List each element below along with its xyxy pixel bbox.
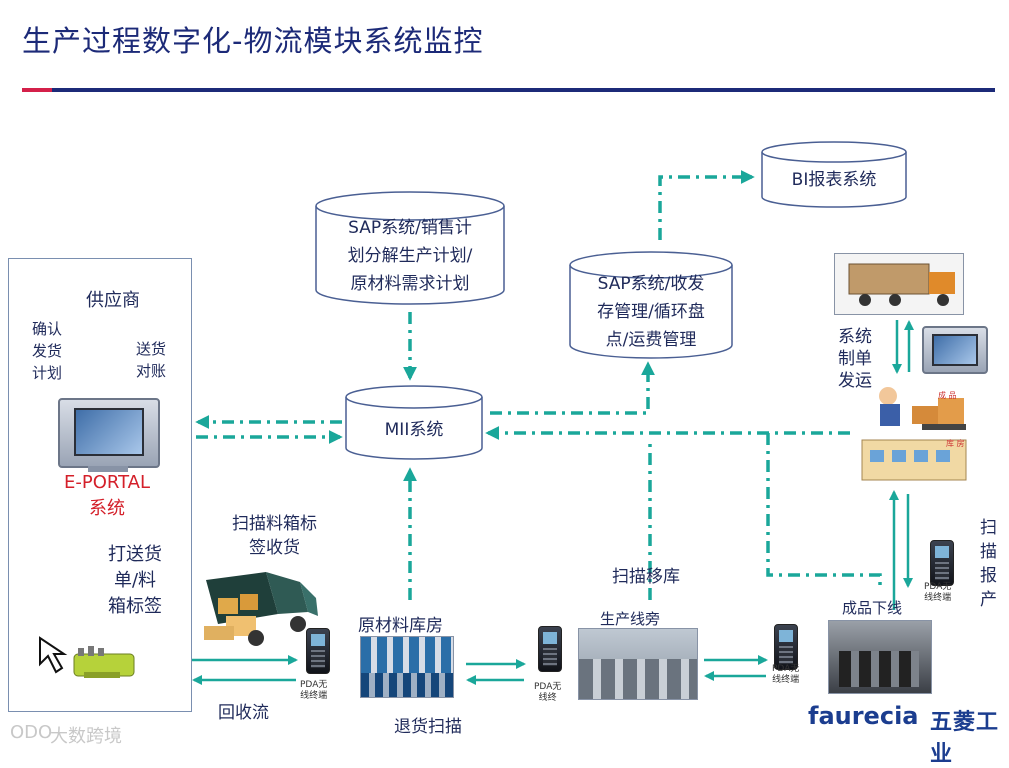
bi-label: BI报表系统 xyxy=(791,170,877,190)
pda-icon-4 xyxy=(930,540,954,586)
warehouse-sign-bottom: 库 房 xyxy=(946,439,965,448)
sap-sales-line-2: 划分解生产计划/ xyxy=(347,246,473,266)
pda-caption-1: PDA无线终端 xyxy=(300,680,328,701)
arrow-finished-loop xyxy=(766,433,882,590)
printer-icon xyxy=(34,628,142,688)
system-ship-label: 系统制单发运 xyxy=(838,327,872,391)
finished-warehouse-icon: 成 品 库 房 xyxy=(852,380,978,488)
pda-caption-4: PDA无线终端 xyxy=(924,582,952,603)
monitor-stand xyxy=(88,466,128,472)
page-title: 生产过程数字化-物流模块系统监控 xyxy=(22,24,484,58)
confirm-plan-label: 确认发货计划 xyxy=(32,320,63,382)
return-scan-label: 退货扫描 xyxy=(394,717,462,737)
bi-cylinder: BI报表系统 xyxy=(760,140,908,210)
pda-caption-3: PDA无线终端 xyxy=(772,664,800,685)
watermark-mark: ODO xyxy=(10,722,53,743)
watermark: 大数跨境 xyxy=(50,726,122,747)
scan-receive-label: 扫描料箱标签收货 xyxy=(232,514,317,558)
sap-inventory-line-2: 存管理/循环盘 xyxy=(597,302,705,322)
pda-icon-1 xyxy=(306,628,330,674)
scan-report-label: 扫描报产 xyxy=(980,518,997,610)
title-accent-rule xyxy=(22,88,52,92)
sap-sales-cylinder: SAP系统/销售计 划分解生产计划/ 原材料需求计划 xyxy=(314,190,506,306)
sap-inventory-line-1: SAP系统/收发 xyxy=(597,274,705,294)
scan-move-label: 扫描移库 xyxy=(612,567,680,587)
mii-label: MII系统 xyxy=(384,420,444,440)
delivery-truck-icon xyxy=(196,568,324,656)
mii-cylinder: MII系统 xyxy=(344,384,484,462)
sap-inventory-cylinder: SAP系统/收发 存管理/循环盘 点/运费管理 xyxy=(568,250,734,360)
arrow-mii-to-sap-inventory xyxy=(490,361,655,415)
supplier-label: 供应商 xyxy=(86,290,140,311)
delivery-recon-label: 送货对账 xyxy=(136,340,167,380)
pda-caption-2: PDA无线终 xyxy=(534,682,562,703)
shipping-truck-icon xyxy=(834,253,964,315)
supplier-panel xyxy=(8,258,192,712)
shipping-monitor-icon xyxy=(922,326,988,374)
line-side-label: 生产线旁 xyxy=(600,610,661,628)
eportal-monitor-icon xyxy=(58,398,160,468)
raw-warehouse-label: 原材料库房 xyxy=(358,616,443,636)
arrow-sap-to-bi xyxy=(658,170,755,240)
pda-icon-3 xyxy=(774,624,798,670)
title-rule xyxy=(52,88,995,92)
print-label-label: 打送货单/料箱标签 xyxy=(108,544,162,617)
finished-line-photo xyxy=(828,620,932,694)
warehouse-sign-top: 成 品 xyxy=(938,391,957,400)
wuling-logo: 五菱工业 xyxy=(930,710,1000,767)
raw-warehouse-photo xyxy=(360,636,454,698)
sap-sales-line-1: SAP系统/销售计 xyxy=(348,218,472,238)
sap-sales-line-3: 原材料需求计划 xyxy=(350,274,470,294)
faurecia-logo: faurecia xyxy=(808,702,919,730)
pda-icon-2 xyxy=(538,626,562,672)
return-flow-label: 回收流 xyxy=(218,703,269,723)
sap-inventory-line-3: 点/运费管理 xyxy=(605,330,697,350)
finished-line-label: 成品下线 xyxy=(842,599,903,617)
line-side-photo xyxy=(578,628,698,700)
